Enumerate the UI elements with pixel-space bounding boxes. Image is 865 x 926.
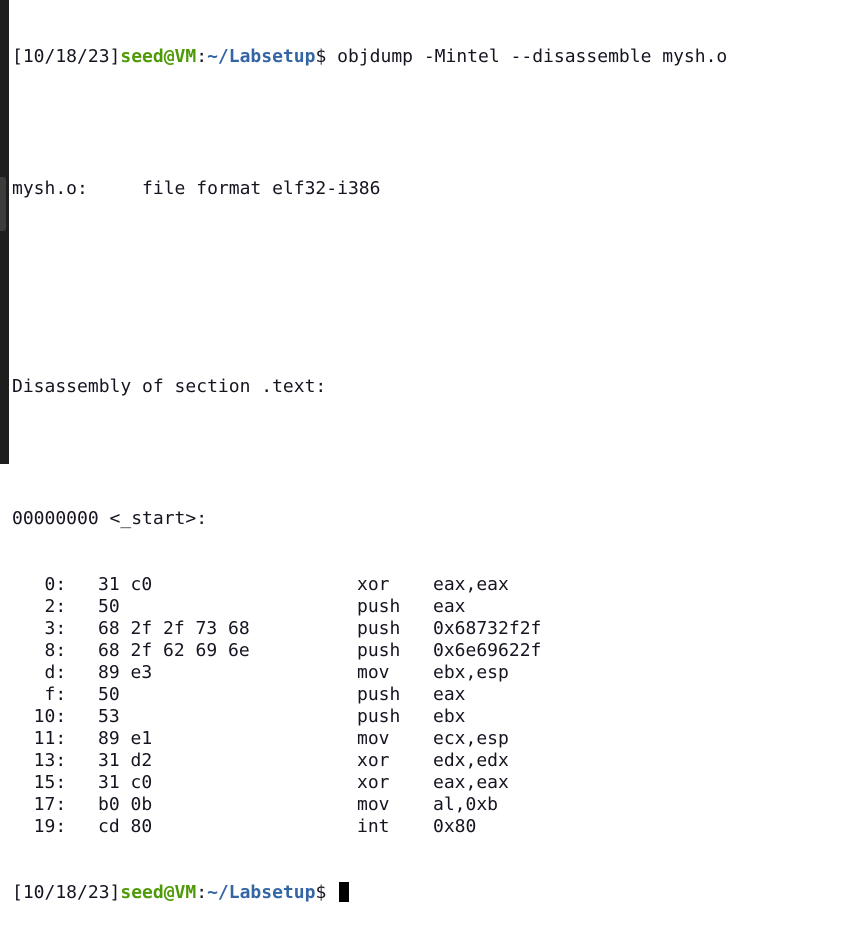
instruction-operands: ebx [433,706,466,727]
instruction-operands: 0x68732f2f [433,618,542,639]
instruction-address: f: [12,684,67,705]
prompt-date: [10/18/23] [12,46,121,67]
scrollbar-thumb[interactable] [0,177,6,231]
instruction-mnemonic: xor [357,750,390,771]
instruction-row: f: 50 push eax [12,684,727,706]
symbol-line: 00000000 <_start>: [12,508,208,529]
prompt-date: [10/18/23] [12,882,121,903]
instruction-operands: eax,eax [433,772,509,793]
instruction-operands: eax,eax [433,574,509,595]
instruction-row: 0: 31 c0 xor eax,eax [12,574,727,596]
instruction-mnemonic: push [357,618,401,639]
prompt-line-current[interactable]: [10/18/23]seed@VM:~/Labsetup$ [12,882,727,904]
instruction-bytes: b0 0b [98,794,153,815]
instruction-row: 13: 31 d2 xor edx,edx [12,750,727,772]
instruction-address: 0: [12,574,67,595]
command-text: objdump -Mintel --disassemble mysh.o [337,46,728,67]
instruction-address: 13: [12,750,67,771]
prompt-user-host: seed@VM [120,46,197,67]
instruction-operands: eax [433,684,466,705]
instruction-address: 10: [12,706,67,727]
instruction-row: 10: 53 push ebx [12,706,727,728]
instruction-bytes: 31 c0 [98,574,153,595]
instruction-bytes: 53 [98,706,120,727]
instruction-address: 11: [12,728,67,749]
instruction-mnemonic: push [357,684,401,705]
window-gutter [0,0,9,464]
instruction-mnemonic: push [357,596,401,617]
instruction-row: 15: 31 c0 xor eax,eax [12,772,727,794]
instruction-row: 2: 50 push eax [12,596,727,618]
instruction-address: 3: [12,618,67,639]
instruction-bytes: 50 [98,684,120,705]
instruction-operands: eax [433,596,466,617]
instruction-bytes: 31 d2 [98,750,153,771]
text-cursor [339,882,350,902]
instruction-mnemonic: mov [357,794,390,815]
instruction-bytes: 68 2f 2f 73 68 [98,618,250,639]
instruction-mnemonic: push [357,706,401,727]
terminal-output[interactable]: [10/18/23]seed@VM:~/Labsetup$ objdump -M… [12,2,727,926]
instruction-mnemonic: push [357,640,401,661]
instruction-bytes: 89 e1 [98,728,153,749]
instruction-address: 2: [12,596,67,617]
prompt-symbol: $ [315,882,338,903]
instruction-row: 17: b0 0b mov al,0xb [12,794,727,816]
instruction-mnemonic: xor [357,574,390,595]
prompt-symbol: $ [315,46,338,67]
section-line: Disassembly of section .text: [12,376,327,397]
instruction-address: d: [12,662,67,683]
prompt-line: [10/18/23]seed@VM:~/Labsetup$ objdump -M… [12,46,727,68]
instruction-operands: ecx,esp [433,728,509,749]
instruction-mnemonic: xor [357,772,390,793]
file-format-line: mysh.o: file format elf32-i386 [12,178,381,199]
instruction-operands: al,0xb [433,794,499,815]
instruction-mnemonic: int [357,816,390,837]
instruction-address: 15: [12,772,67,793]
instruction-bytes: 50 [98,596,120,617]
instruction-operands: 0x6e69622f [433,640,542,661]
instruction-bytes: cd 80 [98,816,153,837]
instruction-operands: 0x80 [433,816,477,837]
instruction-operands: ebx,esp [433,662,509,683]
instruction-row: 3: 68 2f 2f 73 68 push 0x68732f2f [12,618,727,640]
instruction-row: 8: 68 2f 62 69 6e push 0x6e69622f [12,640,727,662]
instruction-bytes: 89 e3 [98,662,153,683]
instruction-row: 11: 89 e1 mov ecx,esp [12,728,727,750]
instruction-bytes: 68 2f 62 69 6e [98,640,250,661]
prompt-path: ~/Labsetup [207,882,316,903]
instruction-bytes: 31 c0 [98,772,153,793]
instruction-operands: edx,edx [433,750,509,771]
instruction-address: 8: [12,640,67,661]
prompt-sep: : [196,46,208,67]
prompt-sep: : [196,882,208,903]
instruction-mnemonic: mov [357,662,390,683]
instruction-mnemonic: mov [357,728,390,749]
instruction-address: 19: [12,816,67,837]
instruction-row: 19: cd 80 int 0x80 [12,816,727,838]
instruction-address: 17: [12,794,67,815]
prompt-path: ~/Labsetup [207,46,316,67]
prompt-user-host: seed@VM [120,882,197,903]
instruction-row: d: 89 e3 mov ebx,esp [12,662,727,684]
